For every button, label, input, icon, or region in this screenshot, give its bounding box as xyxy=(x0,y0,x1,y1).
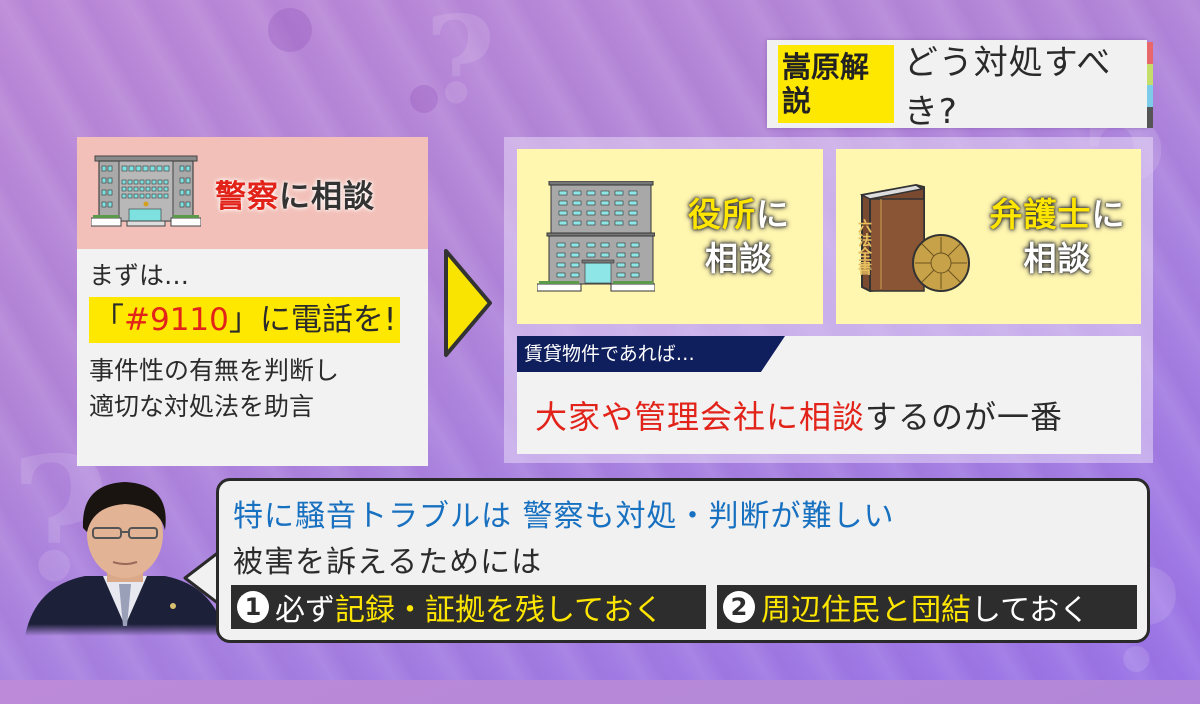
police-consult-panel: 警察に相談 まずは… 「#9110」に電話を! 事件性の有無を判断し 適切な対処… xyxy=(77,137,428,466)
rental-property-advice: 大家や管理会社に相談するのが一番 xyxy=(535,398,1064,436)
commentator-portrait xyxy=(25,482,225,636)
circle-decoration xyxy=(268,8,312,52)
law-book-and-lawyer-badge-icon: 六法全書 xyxy=(856,183,970,292)
title-tag: 嵩原解説 xyxy=(778,45,894,123)
description-line-2: 適切な対処法を助言 xyxy=(89,392,315,421)
police-consult-body: まずは… 「#9110」に電話を! 事件性の有無を判断し 適切な対処法を助言 xyxy=(77,249,428,466)
title-text: どう対処すべき? xyxy=(903,43,1112,132)
question-mark-decoration: ? xyxy=(425,0,496,131)
city-office-card: 役所に 相談 xyxy=(517,149,823,324)
book-label: 六法全書 xyxy=(856,218,873,276)
rental-property-tag: 賃貸物件であれば… xyxy=(517,336,785,372)
lawyer-card: 六法全書 弁護士に 相談 xyxy=(836,149,1141,324)
police-consult-heading: 警察に相談 xyxy=(215,178,375,215)
intro-text: まずは… xyxy=(89,261,190,290)
hotline-number: #9110 xyxy=(124,302,229,338)
number-circle-2-icon: 2 xyxy=(723,591,755,623)
circle-decoration xyxy=(410,85,438,113)
description-line-1: 事件性の有無を判断し xyxy=(89,356,340,385)
lawyer-label: 弁護士に 相談 xyxy=(989,194,1126,278)
number-circle-1-icon: 1 xyxy=(237,591,269,623)
bubble-subline: 被害を訴えるためには xyxy=(233,545,543,580)
city-office-label: 役所に 相談 xyxy=(688,194,790,278)
police-consult-header: 警察に相談 xyxy=(77,137,428,249)
title-color-stripes xyxy=(1147,42,1153,128)
city-office-building-icon xyxy=(537,180,655,291)
rental-property-card: 賃貸物件であれば… 大家や管理会社に相談するのが一番 xyxy=(517,336,1141,454)
title-box: 嵩原解説 どう対処すべき? xyxy=(767,40,1153,132)
arrow-right-icon xyxy=(444,249,492,357)
bubble-headline: 特に騒音トラブルは 警察も対処・判断が難しい xyxy=(233,499,895,534)
police-station-icon xyxy=(91,155,201,227)
other-consult-panel: 役所に 相談 六法全書 弁護士に 相談 xyxy=(504,137,1153,463)
hotline-highlight: 「#9110」に電話を! xyxy=(89,297,401,343)
